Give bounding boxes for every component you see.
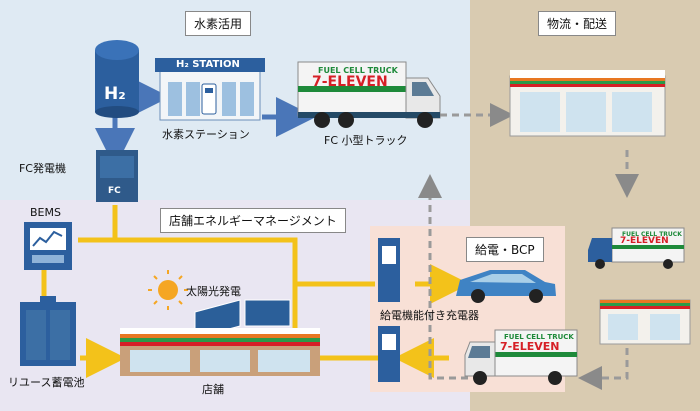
bems-panel	[24, 222, 72, 270]
fc-truck-label: FC 小型トラック	[324, 134, 408, 147]
hydrogen-station	[155, 58, 265, 121]
logistics-store-top	[509, 70, 666, 137]
fc-truck-bottom	[464, 329, 578, 385]
section-hydrogen-use: 水素活用	[185, 11, 252, 36]
reuse-battery-label: リユース蓄電池	[8, 376, 85, 389]
power-flow-lines	[41, 205, 470, 378]
fc-box-label: FC	[108, 186, 121, 196]
h2-tank-label: H₂	[104, 84, 126, 104]
truck-bottom-line1: FUEL CELL TRUCK	[504, 333, 574, 341]
section-logistics: 物流・配送	[538, 11, 617, 36]
hydrogen-flow-arrows	[95, 77, 316, 168]
truck-top-line1: FUEL CELL TRUCK	[318, 66, 398, 75]
convenience-store	[120, 299, 320, 376]
chargers	[378, 238, 400, 382]
store-label: 店舗	[202, 383, 224, 396]
truck-right-line2: 7-ELEVEN	[620, 236, 669, 246]
fc-truck-top	[297, 61, 441, 128]
hydrogen-tank	[95, 40, 139, 118]
truck-right-line1: FUEL CELL TRUCK	[622, 231, 682, 238]
sun	[148, 270, 188, 310]
logistics-store-bottom	[599, 299, 691, 345]
solar-label: 太陽光発電	[186, 285, 241, 298]
fc-generator-label: FC発電機	[18, 162, 66, 175]
fc-generator	[96, 150, 138, 202]
hydrogen-station-label: 水素ステーション	[162, 128, 250, 141]
fc-truck-right	[588, 227, 685, 269]
bems-label: BEMS	[30, 206, 61, 219]
truck-bottom-line2: 7-ELEVEN	[500, 340, 560, 353]
charger-label: 給電機能付き充電器	[380, 309, 479, 322]
h2-station-sign: H₂ STATION	[176, 59, 240, 70]
ev-car	[456, 270, 556, 303]
truck-top-line2: 7-ELEVEN	[312, 74, 388, 90]
section-store-energy: 店舗エネルギーマネージメント	[160, 208, 346, 233]
section-power-supply: 給電・BCP	[466, 237, 544, 262]
reuse-battery	[20, 296, 76, 366]
